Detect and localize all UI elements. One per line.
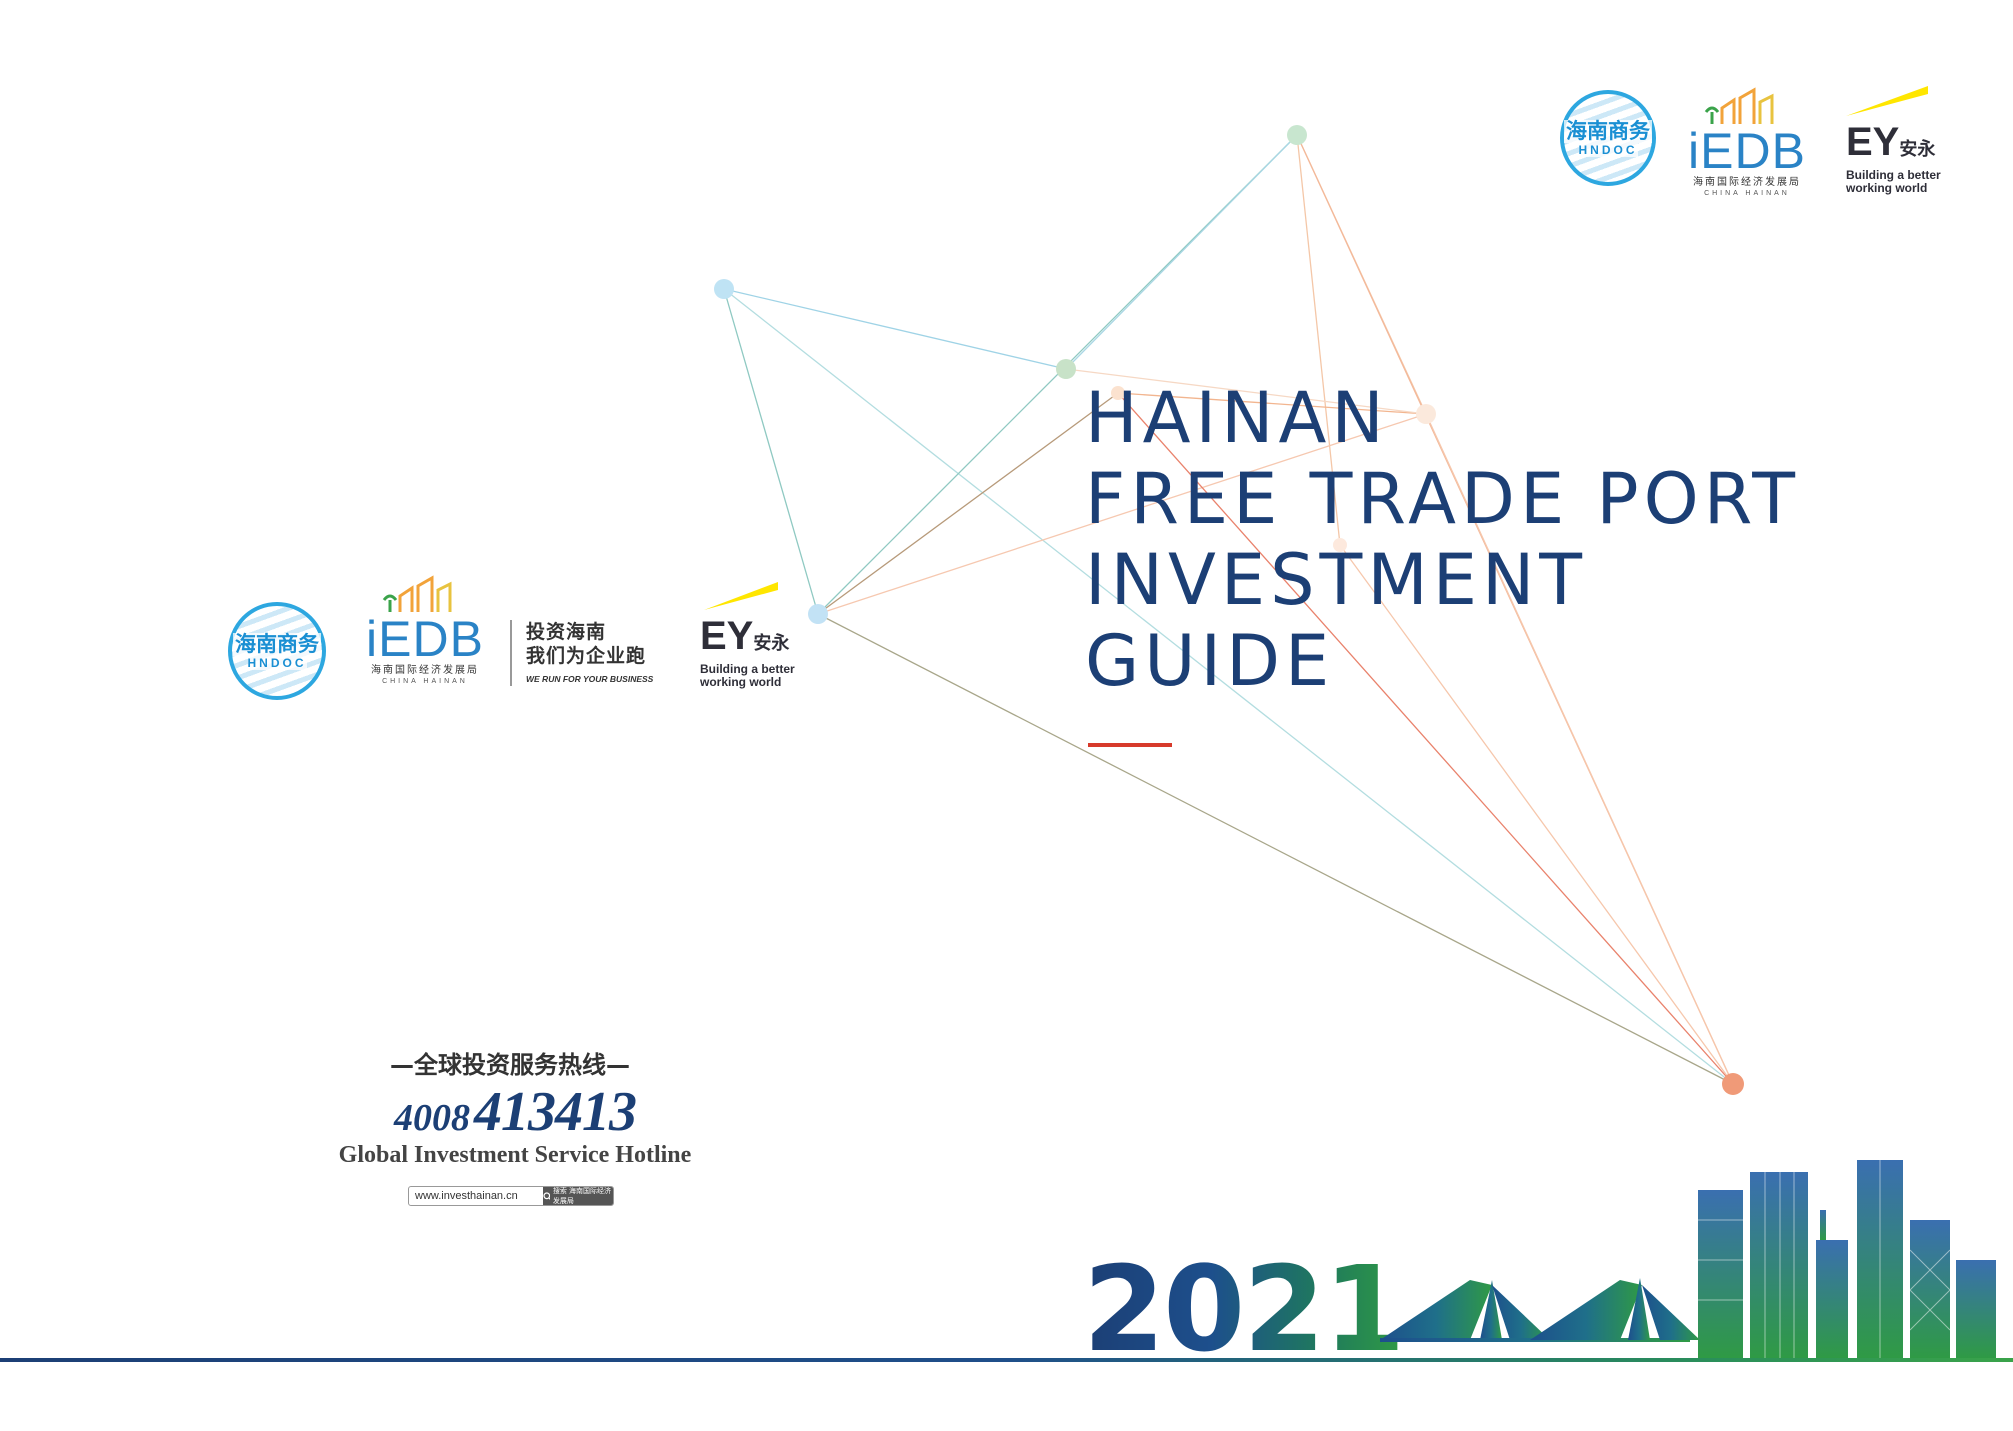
iedb-logo-en: CHINA HAINAN xyxy=(382,678,468,685)
logo-divider xyxy=(510,620,512,686)
hndoc-logo-cn: 海南商务 xyxy=(233,631,321,656)
network-line xyxy=(1339,544,1734,1085)
network-node xyxy=(1416,404,1436,424)
network-node xyxy=(1111,386,1125,400)
bridge-icon xyxy=(1380,1278,1700,1342)
iedb-logo-cn: 海南国际经济发展局 xyxy=(1692,177,1801,188)
website-url[interactable]: www.investhainan.cn xyxy=(415,1190,518,1202)
iedb-buildings-icon xyxy=(1704,87,1774,124)
title-line-2: FREE TRADE PORT xyxy=(1085,458,1801,540)
network-node xyxy=(1722,1073,1744,1095)
website-search-box[interactable]: www.investhainan.cn 搜索 海南国际经济发展局 xyxy=(408,1186,614,1206)
network-line xyxy=(817,134,1298,615)
ey-tagline-1: Building a better xyxy=(700,662,795,676)
network-line xyxy=(817,392,1119,615)
hotline-number-prefix: 4008 xyxy=(394,1097,470,1139)
tower-icon xyxy=(1820,1210,1826,1240)
network-node xyxy=(714,279,734,299)
network-line xyxy=(1117,392,1734,1085)
ey-beam-icon xyxy=(1846,86,1928,116)
ey-mark: EY安永 xyxy=(1846,122,1941,169)
hotline-english: Global Investment Service Hotline xyxy=(338,1142,692,1168)
search-button[interactable]: 搜索 海南国际经济发展局 xyxy=(543,1187,613,1205)
ey-mark-text: EY xyxy=(1846,120,1900,164)
title-line-4: GUIDE xyxy=(1085,620,1335,702)
network-node xyxy=(1287,125,1307,145)
network-node xyxy=(1056,359,1076,379)
network-line xyxy=(1425,413,1734,1085)
iedb-logo-word: iEDB xyxy=(1688,123,1806,179)
network-node xyxy=(808,604,828,624)
network-line xyxy=(1065,134,1298,370)
slogan-cn-2: 我们为企业跑 xyxy=(526,645,647,667)
network-line xyxy=(723,288,819,615)
title-line-3: INVESTMENT xyxy=(1085,539,1588,621)
search-label: 搜索 海南国际经济发展局 xyxy=(552,1187,612,1205)
title-line-1: HAINAN xyxy=(1085,377,1389,459)
tower-icon xyxy=(1956,1260,1996,1358)
slogan: 投资海南 我们为企业跑 WE RUN FOR YOUR BUSINESS xyxy=(526,620,653,684)
iedb-logo-top: iEDB 海南国际经济发展局 CHINA HAINAN xyxy=(1688,86,1806,197)
hndoc-logo-en: HNDOC xyxy=(1578,142,1638,157)
ey-mark-cn: 安永 xyxy=(1899,139,1936,159)
network-node xyxy=(1333,538,1347,552)
hndoc-logo-cn: 海南商务 xyxy=(1564,118,1652,143)
ey-mark-cn: 安永 xyxy=(753,633,790,653)
tower-icon xyxy=(1816,1240,1848,1358)
slogan-en: WE RUN FOR YOUR BUSINESS xyxy=(526,674,654,684)
hndoc-logo-main: 海南商务 HNDOC xyxy=(228,602,326,700)
bottom-rule xyxy=(0,1358,2013,1362)
tower-icon xyxy=(1750,1172,1808,1358)
network-line xyxy=(1117,392,1427,415)
tower-icon xyxy=(1910,1220,1950,1358)
ey-logo-main: EY安永 Building a better working world xyxy=(700,582,795,689)
ey-tagline-2: working world xyxy=(1846,181,1928,195)
year-label: 2021 xyxy=(1083,1240,1405,1378)
search-icon xyxy=(543,1191,550,1200)
hotline-number: 4008 413413 xyxy=(330,1080,700,1144)
network-line xyxy=(1296,134,1341,546)
network-line xyxy=(723,288,1067,370)
page-title: HAINAN FREE TRADE PORT INVESTMENT GUIDE xyxy=(1085,378,1800,702)
network-line xyxy=(817,613,1734,1085)
ey-tagline-2: working world xyxy=(700,675,782,689)
tower-icon xyxy=(1698,1190,1743,1358)
title-accent-rule xyxy=(1088,743,1172,747)
network-line xyxy=(1065,368,1427,415)
ey-mark-text: EY xyxy=(700,614,754,658)
hndoc-logo-top: 海南商务 HNDOC xyxy=(1560,90,1656,186)
ey-beam-icon xyxy=(704,582,778,610)
ey-tagline-1: Building a better xyxy=(1846,168,1941,182)
hndoc-logo-en: HNDOC xyxy=(247,655,307,670)
iedb-logo-main: iEDB 海南国际经济发展局 CHINA HAINAN xyxy=(366,574,484,685)
hotline-number-main: 413413 xyxy=(474,1081,637,1143)
hotline-heading: —全球投资服务热线— xyxy=(390,1051,630,1079)
iedb-logo-word: iEDB xyxy=(366,611,484,667)
ey-mark: EY安永 xyxy=(700,616,795,663)
iedb-logo-cn: 海南国际经济发展局 xyxy=(370,665,479,676)
city-skyline-illustration xyxy=(1380,1160,1996,1358)
network-line xyxy=(817,413,1427,615)
network-line xyxy=(723,288,1734,1085)
iedb-buildings-icon xyxy=(382,575,452,612)
iedb-logo-en: CHINA HAINAN xyxy=(1704,190,1790,197)
slogan-cn-1: 投资海南 xyxy=(526,621,607,643)
ey-logo-top: EY安永 Building a better working world xyxy=(1846,86,1941,195)
